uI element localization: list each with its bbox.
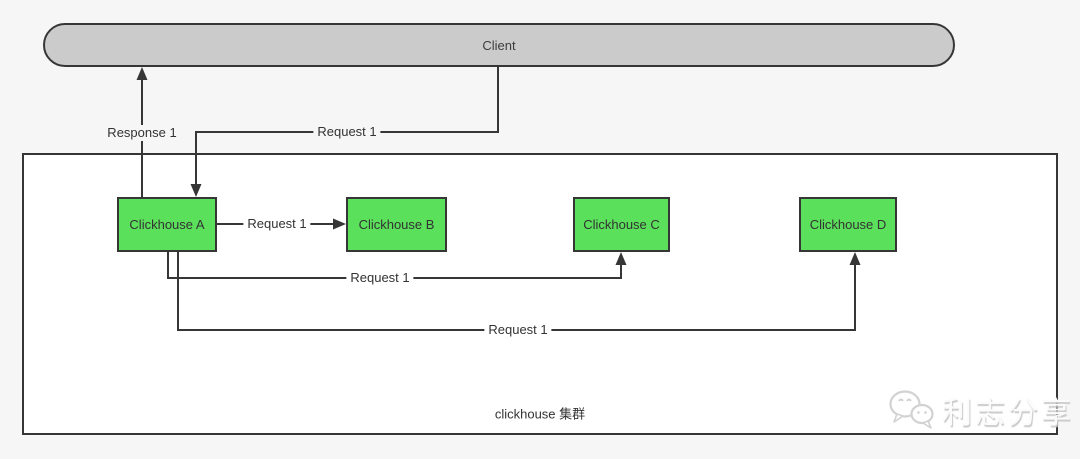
edge-label-request-a-b: Request 1 [243, 216, 311, 232]
chat-bubbles-icon [889, 390, 934, 429]
node-clickhouse-a: Clickhouse A [117, 197, 217, 252]
node-clickhouse-b: Clickhouse B [346, 197, 447, 252]
cluster-caption: clickhouse 集群 [494, 406, 586, 422]
node-clickhouse-a-label: Clickhouse A [129, 217, 205, 232]
watermark-text: 利志分享 [942, 397, 1074, 430]
node-clickhouse-c: Clickhouse C [573, 197, 670, 252]
edge-label-request-a-c: Request 1 [346, 270, 414, 286]
edge-label-response-1: Response 1 [103, 125, 181, 141]
watermark: 利志分享 [888, 388, 1074, 432]
edge-label-request-client-a: Request 1 [313, 124, 381, 140]
node-clickhouse-d-label: Clickhouse D [809, 217, 887, 232]
node-clickhouse-d: Clickhouse D [799, 197, 897, 252]
client-node-label: Client [482, 37, 516, 53]
node-clickhouse-c-label: Clickhouse C [583, 217, 660, 232]
edge-label-request-a-d: Request 1 [484, 322, 552, 338]
client-node: Client [43, 23, 955, 67]
node-clickhouse-b-label: Clickhouse B [358, 217, 435, 232]
